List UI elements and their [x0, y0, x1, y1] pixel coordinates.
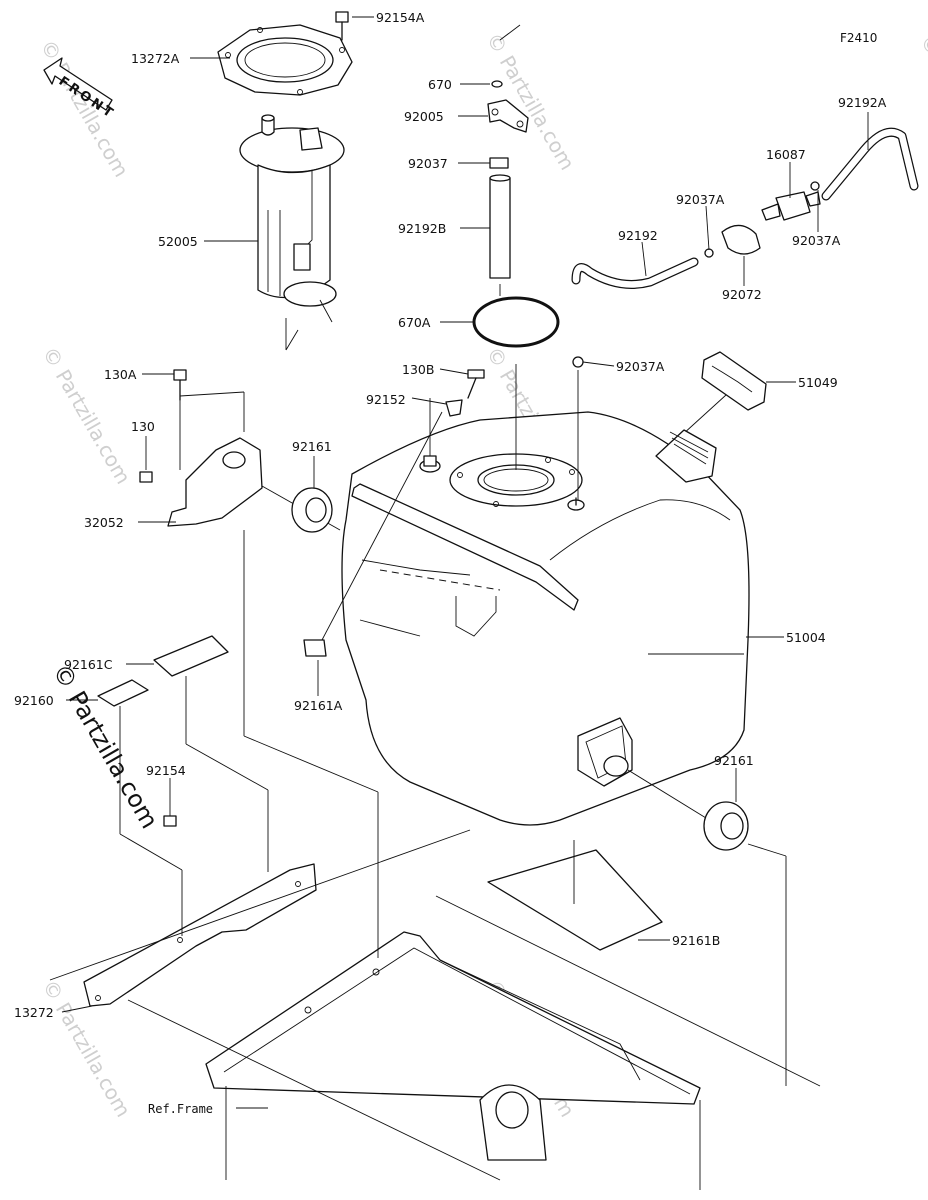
watermark-3: © Partzilla.com — [38, 343, 136, 489]
damper-a-icon — [303, 639, 327, 657]
tank-strap-icon — [351, 483, 579, 611]
bolt-130a-icon — [173, 369, 187, 381]
bolt-130b-icon — [467, 369, 485, 379]
label-92192a: 92192A — [838, 95, 887, 110]
valve-icon — [775, 191, 811, 221]
fitting-stack-drawing — [472, 24, 560, 348]
o-ring-large-icon — [472, 296, 560, 348]
fuel-tank-drawing — [341, 364, 750, 826]
label-13272a: 13272A — [131, 51, 180, 66]
label-ref-frame: Ref.Frame — [148, 1102, 213, 1116]
label-92154: 92154 — [146, 763, 186, 778]
plate-icon — [83, 863, 317, 1007]
bolt-92154-icon — [163, 815, 177, 827]
damper-upper-drawing — [291, 487, 333, 533]
small-parts-drawing — [303, 369, 485, 657]
o-ring-small-icon — [491, 80, 503, 88]
label-92161c: 92161C — [64, 657, 113, 672]
tube-icon — [489, 177, 511, 279]
label-670: 670 — [428, 77, 452, 92]
fuel-pump-assembly-drawing — [217, 11, 353, 351]
breather-drawing — [571, 127, 919, 368]
label-51004: 51004 — [786, 630, 826, 645]
bolt-130-icon — [139, 471, 153, 483]
figure-code: F2410 — [840, 31, 877, 45]
label-32052: 32052 — [84, 515, 124, 530]
front-arrow-icon — [43, 57, 113, 111]
watermark-8: © Partzilla.com — [916, 31, 928, 177]
label-13272: 13272 — [14, 1005, 54, 1020]
bolt-icon — [335, 11, 349, 23]
label-92192: 92192 — [618, 228, 658, 243]
label-92192b: 92192B — [398, 221, 446, 236]
holder-icon — [721, 224, 761, 255]
label-92154a: 92154A — [376, 10, 425, 25]
watermark-1: © Partzilla.com — [36, 36, 134, 182]
label-51049: 51049 — [798, 375, 838, 390]
collar-icon — [445, 399, 463, 417]
watermark-2: © Partzilla.com — [482, 29, 580, 175]
ref-frame-icon — [205, 931, 701, 1105]
label-670a: 670A — [398, 315, 431, 330]
fitting-icon — [487, 99, 529, 133]
label-92037a-left: 92037A — [676, 192, 725, 207]
label-130b: 130B — [402, 362, 434, 377]
pad-c-icon — [153, 635, 229, 677]
clamp-icon — [489, 157, 509, 169]
damper-lower-drawing — [627, 769, 749, 851]
fuel-tank-icon — [341, 411, 750, 826]
tank-cap-icon — [701, 351, 767, 411]
label-52005: 52005 — [158, 234, 198, 249]
label-92161-lower: 92161 — [714, 753, 754, 768]
label-92161a: 92161A — [294, 698, 343, 713]
label-92037a-right: 92037A — [792, 233, 841, 248]
label-92161b: 92161B — [672, 933, 720, 948]
label-16087: 16087 — [766, 147, 806, 162]
pad-b-icon — [487, 849, 663, 951]
label-130a: 130A — [104, 367, 137, 382]
callouts: 92154A 13272A 52005 670 92005 92037 9219… — [14, 10, 887, 1116]
label-92152: 92152 — [366, 392, 406, 407]
label-130: 130 — [131, 419, 155, 434]
label-92005: 92005 — [404, 109, 444, 124]
pad-icon — [97, 679, 149, 707]
pads-drawing — [97, 635, 663, 951]
label-92072: 92072 — [722, 287, 762, 302]
frame-drawing — [49, 530, 821, 1190]
label-92037a-mid: 92037A — [616, 359, 665, 374]
label-92160: 92160 — [14, 693, 54, 708]
label-92161-upper: 92161 — [292, 439, 332, 454]
watermark-main: © Partzilla.com — [47, 659, 164, 833]
bracket-icon — [167, 437, 263, 527]
gasket-plate-icon — [217, 24, 353, 96]
label-92037: 92037 — [408, 156, 448, 171]
